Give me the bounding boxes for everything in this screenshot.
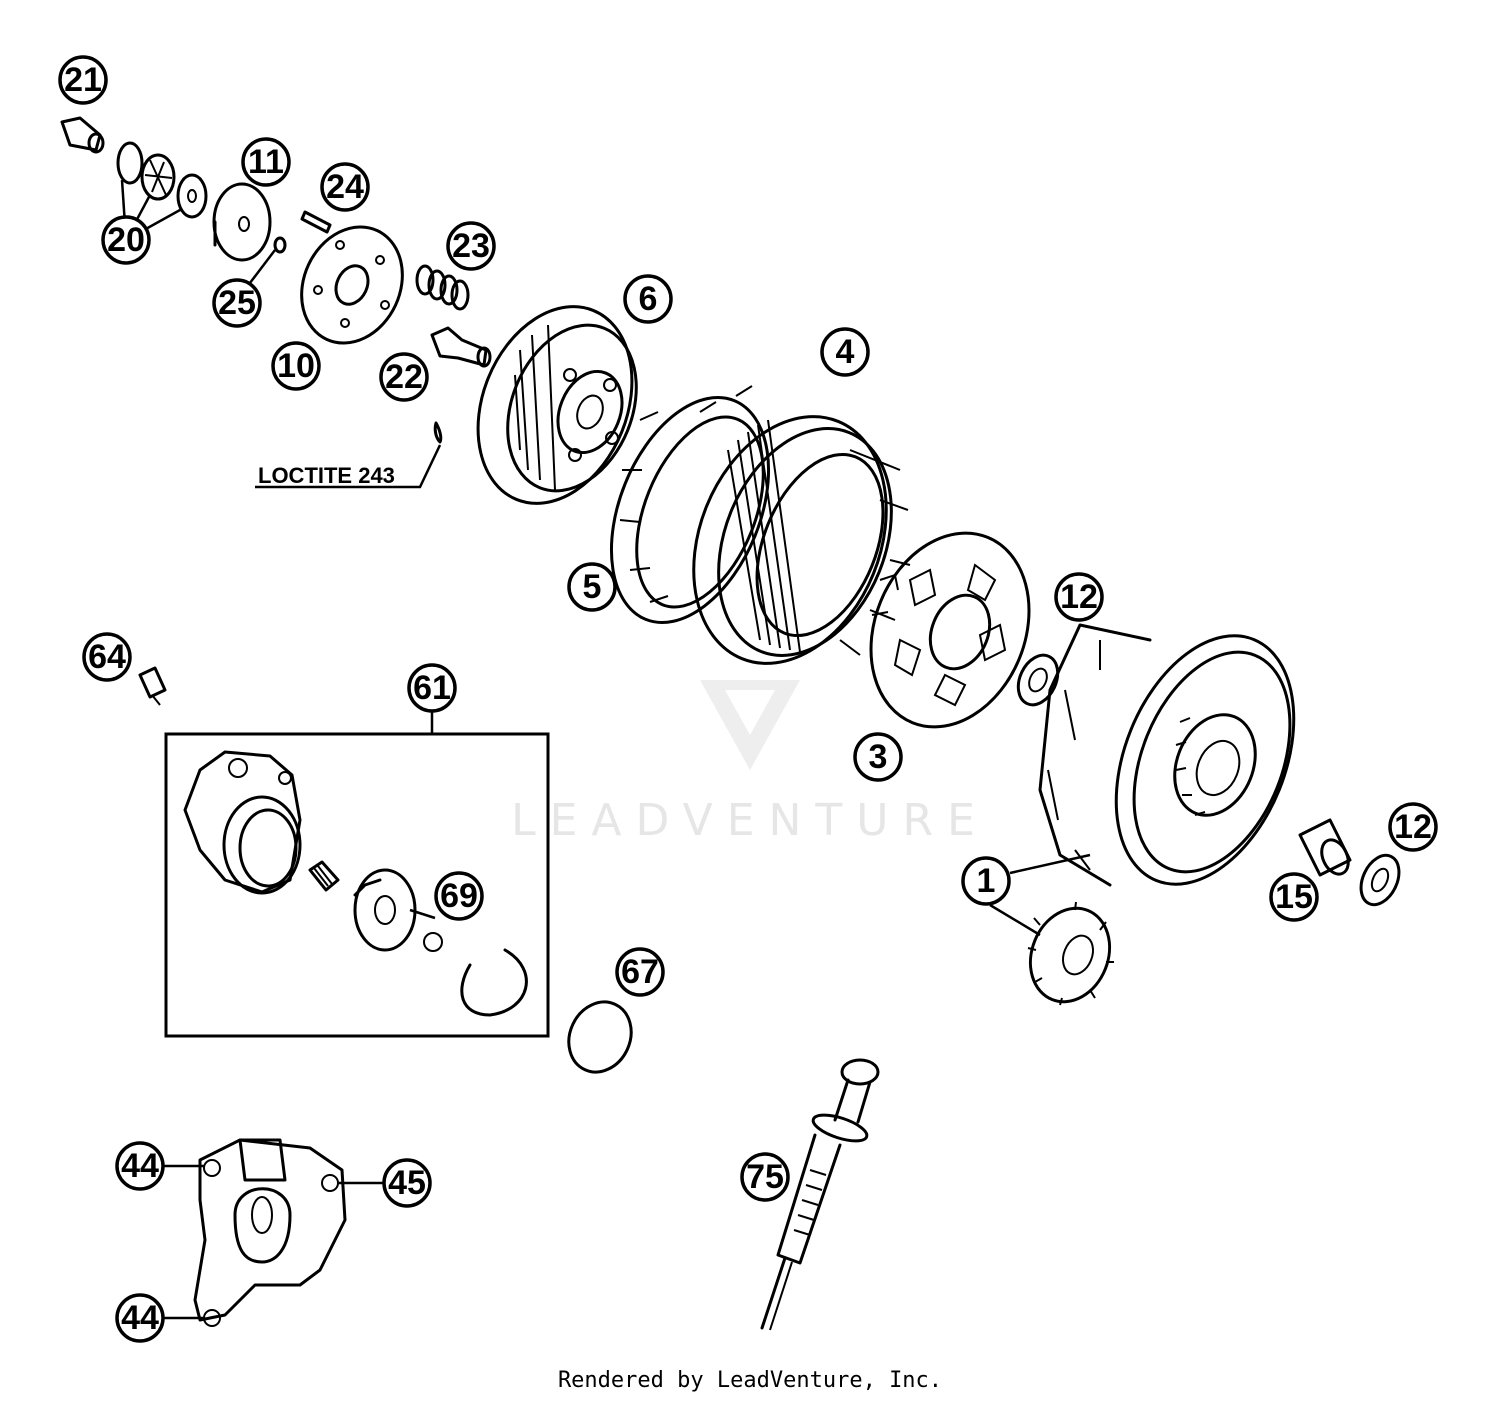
- callout-15: 15: [1269, 872, 1319, 922]
- callout-24: 24: [320, 162, 370, 212]
- svg-text:69: 69: [440, 877, 478, 915]
- callout-5: 5: [567, 562, 617, 612]
- callout-21: 21: [58, 55, 108, 105]
- part-24-bolt: [300, 210, 332, 234]
- svg-text:22: 22: [385, 358, 423, 396]
- callout-11: 11: [241, 137, 291, 187]
- svg-text:21: 21: [64, 61, 102, 99]
- svg-text:4: 4: [836, 333, 855, 371]
- part-67-o-ring: [567, 1000, 633, 1074]
- loctite-note: LOCTITE 243: [255, 421, 443, 489]
- part-61-slave-cylinder: [164, 710, 550, 1038]
- svg-text:45: 45: [388, 1164, 426, 1202]
- part-1-gear: [1027, 901, 1114, 1006]
- part-44-cover: [193, 1138, 347, 1327]
- part-23-spring: [415, 264, 470, 311]
- callout-12-upper: 12: [1054, 572, 1104, 622]
- callout-25: 25: [212, 278, 262, 328]
- part-10-plate: [300, 225, 404, 345]
- svg-text:6: 6: [639, 280, 658, 318]
- part-1-clutch-basket: [1038, 623, 1296, 887]
- callout-22: 22: [379, 352, 429, 402]
- svg-text:44: 44: [121, 1299, 159, 1337]
- svg-text:12: 12: [1060, 578, 1098, 616]
- part-75-syringe: [760, 1058, 880, 1331]
- callout-4: 4: [820, 327, 870, 377]
- footer-credit: Rendered by LeadVenture, Inc.: [557, 1368, 943, 1393]
- svg-text:10: 10: [277, 347, 315, 385]
- part-12-washer-lower: [1359, 853, 1401, 907]
- svg-text:44: 44: [121, 1147, 159, 1185]
- svg-text:12: 12: [1394, 808, 1432, 846]
- callout-23: 23: [446, 221, 496, 271]
- svg-text:67: 67: [621, 953, 659, 991]
- part-5-friction-disc: [609, 385, 771, 625]
- callout-69: 69: [434, 871, 484, 921]
- part-6-clutch-hub: [476, 305, 638, 505]
- callout-3: 3: [853, 732, 903, 782]
- svg-text:3: 3: [869, 738, 888, 776]
- callout-45: 45: [382, 1158, 432, 1208]
- part-12-washer-upper: [1016, 653, 1060, 707]
- svg-text:25: 25: [218, 284, 256, 322]
- svg-text:1: 1: [977, 862, 996, 900]
- callout-44-bottom: 44: [115, 1293, 165, 1343]
- callout-44-top: 44: [115, 1141, 165, 1191]
- callout-6: 6: [623, 274, 673, 324]
- leader-lines: [120, 179, 1091, 1320]
- svg-text:61: 61: [413, 669, 451, 707]
- callout-75: 75: [740, 1152, 790, 1202]
- loctite-label: LOCTITE 243: [258, 463, 395, 488]
- callout-10: 10: [271, 341, 321, 391]
- callout-61: 61: [407, 663, 457, 713]
- watermark-text: LEADVENTURE: [511, 795, 989, 846]
- part-21-screw: [60, 116, 105, 154]
- callout-67: 67: [615, 947, 665, 997]
- svg-text:75: 75: [746, 1158, 784, 1196]
- part-64-bleed-screw: [138, 666, 167, 706]
- svg-text:64: 64: [88, 638, 126, 676]
- part-25-nut: [273, 236, 287, 254]
- callout-1: 1: [961, 856, 1011, 906]
- part-11-cap: [212, 182, 272, 262]
- part-20-washers: [116, 141, 208, 219]
- svg-text:5: 5: [583, 568, 602, 606]
- callout-64: 64: [82, 632, 132, 682]
- part-15-bushing: [1298, 818, 1352, 877]
- svg-text:24: 24: [326, 168, 364, 206]
- svg-text:11: 11: [248, 143, 284, 181]
- watermark-logo: [700, 680, 800, 770]
- callout-20: 20: [101, 215, 151, 265]
- callout-12-lower: 12: [1388, 802, 1438, 852]
- part-4-disc-stack: [692, 415, 911, 665]
- svg-text:15: 15: [1275, 878, 1313, 916]
- svg-text:20: 20: [107, 221, 145, 259]
- part-3-pressure-plate: [869, 531, 1031, 729]
- part-22-stud: [430, 326, 492, 368]
- svg-text:23: 23: [452, 227, 490, 265]
